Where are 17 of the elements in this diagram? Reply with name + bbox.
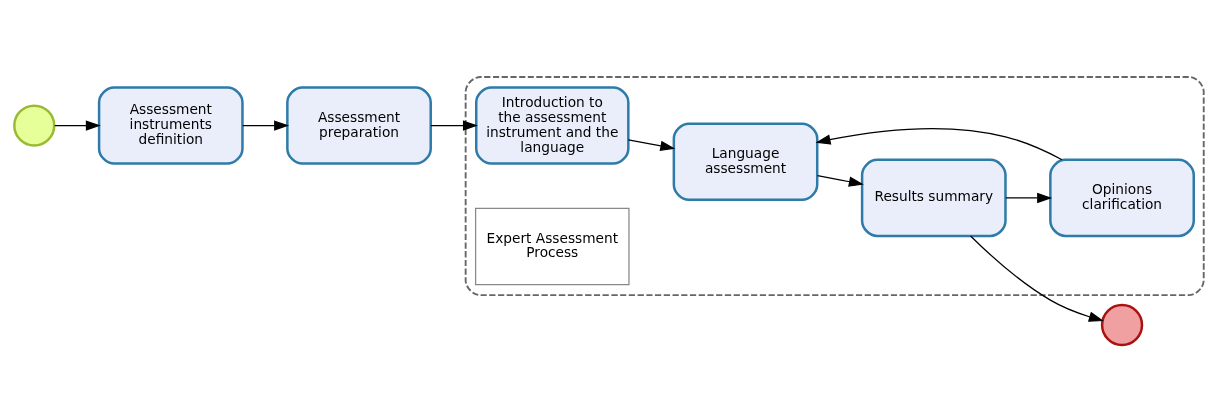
- node-box: Assessment preparation: [286, 85, 432, 165]
- node-box: Opinions clarification: [1049, 158, 1195, 237]
- arrow: [242, 119, 290, 131]
- arrow: [1005, 192, 1053, 203]
- arrow: [54, 119, 101, 131]
- node-circle: [1100, 303, 1144, 346]
- node-box: Expert Assessment Process: [475, 207, 630, 285]
- node-box: Results summary: [860, 158, 1007, 237]
- node-box: Introduction to the assessment instrument and the language: [475, 85, 630, 165]
- arrow: [815, 127, 1063, 160]
- node-circle: [13, 103, 56, 147]
- node-box: Language assessment: [672, 121, 819, 201]
- arrow: [627, 138, 676, 151]
- node-box: Assessment instruments definition: [97, 85, 244, 165]
- arrow: [430, 119, 478, 131]
- arrow: [969, 234, 1104, 322]
- arrow: [816, 174, 864, 187]
